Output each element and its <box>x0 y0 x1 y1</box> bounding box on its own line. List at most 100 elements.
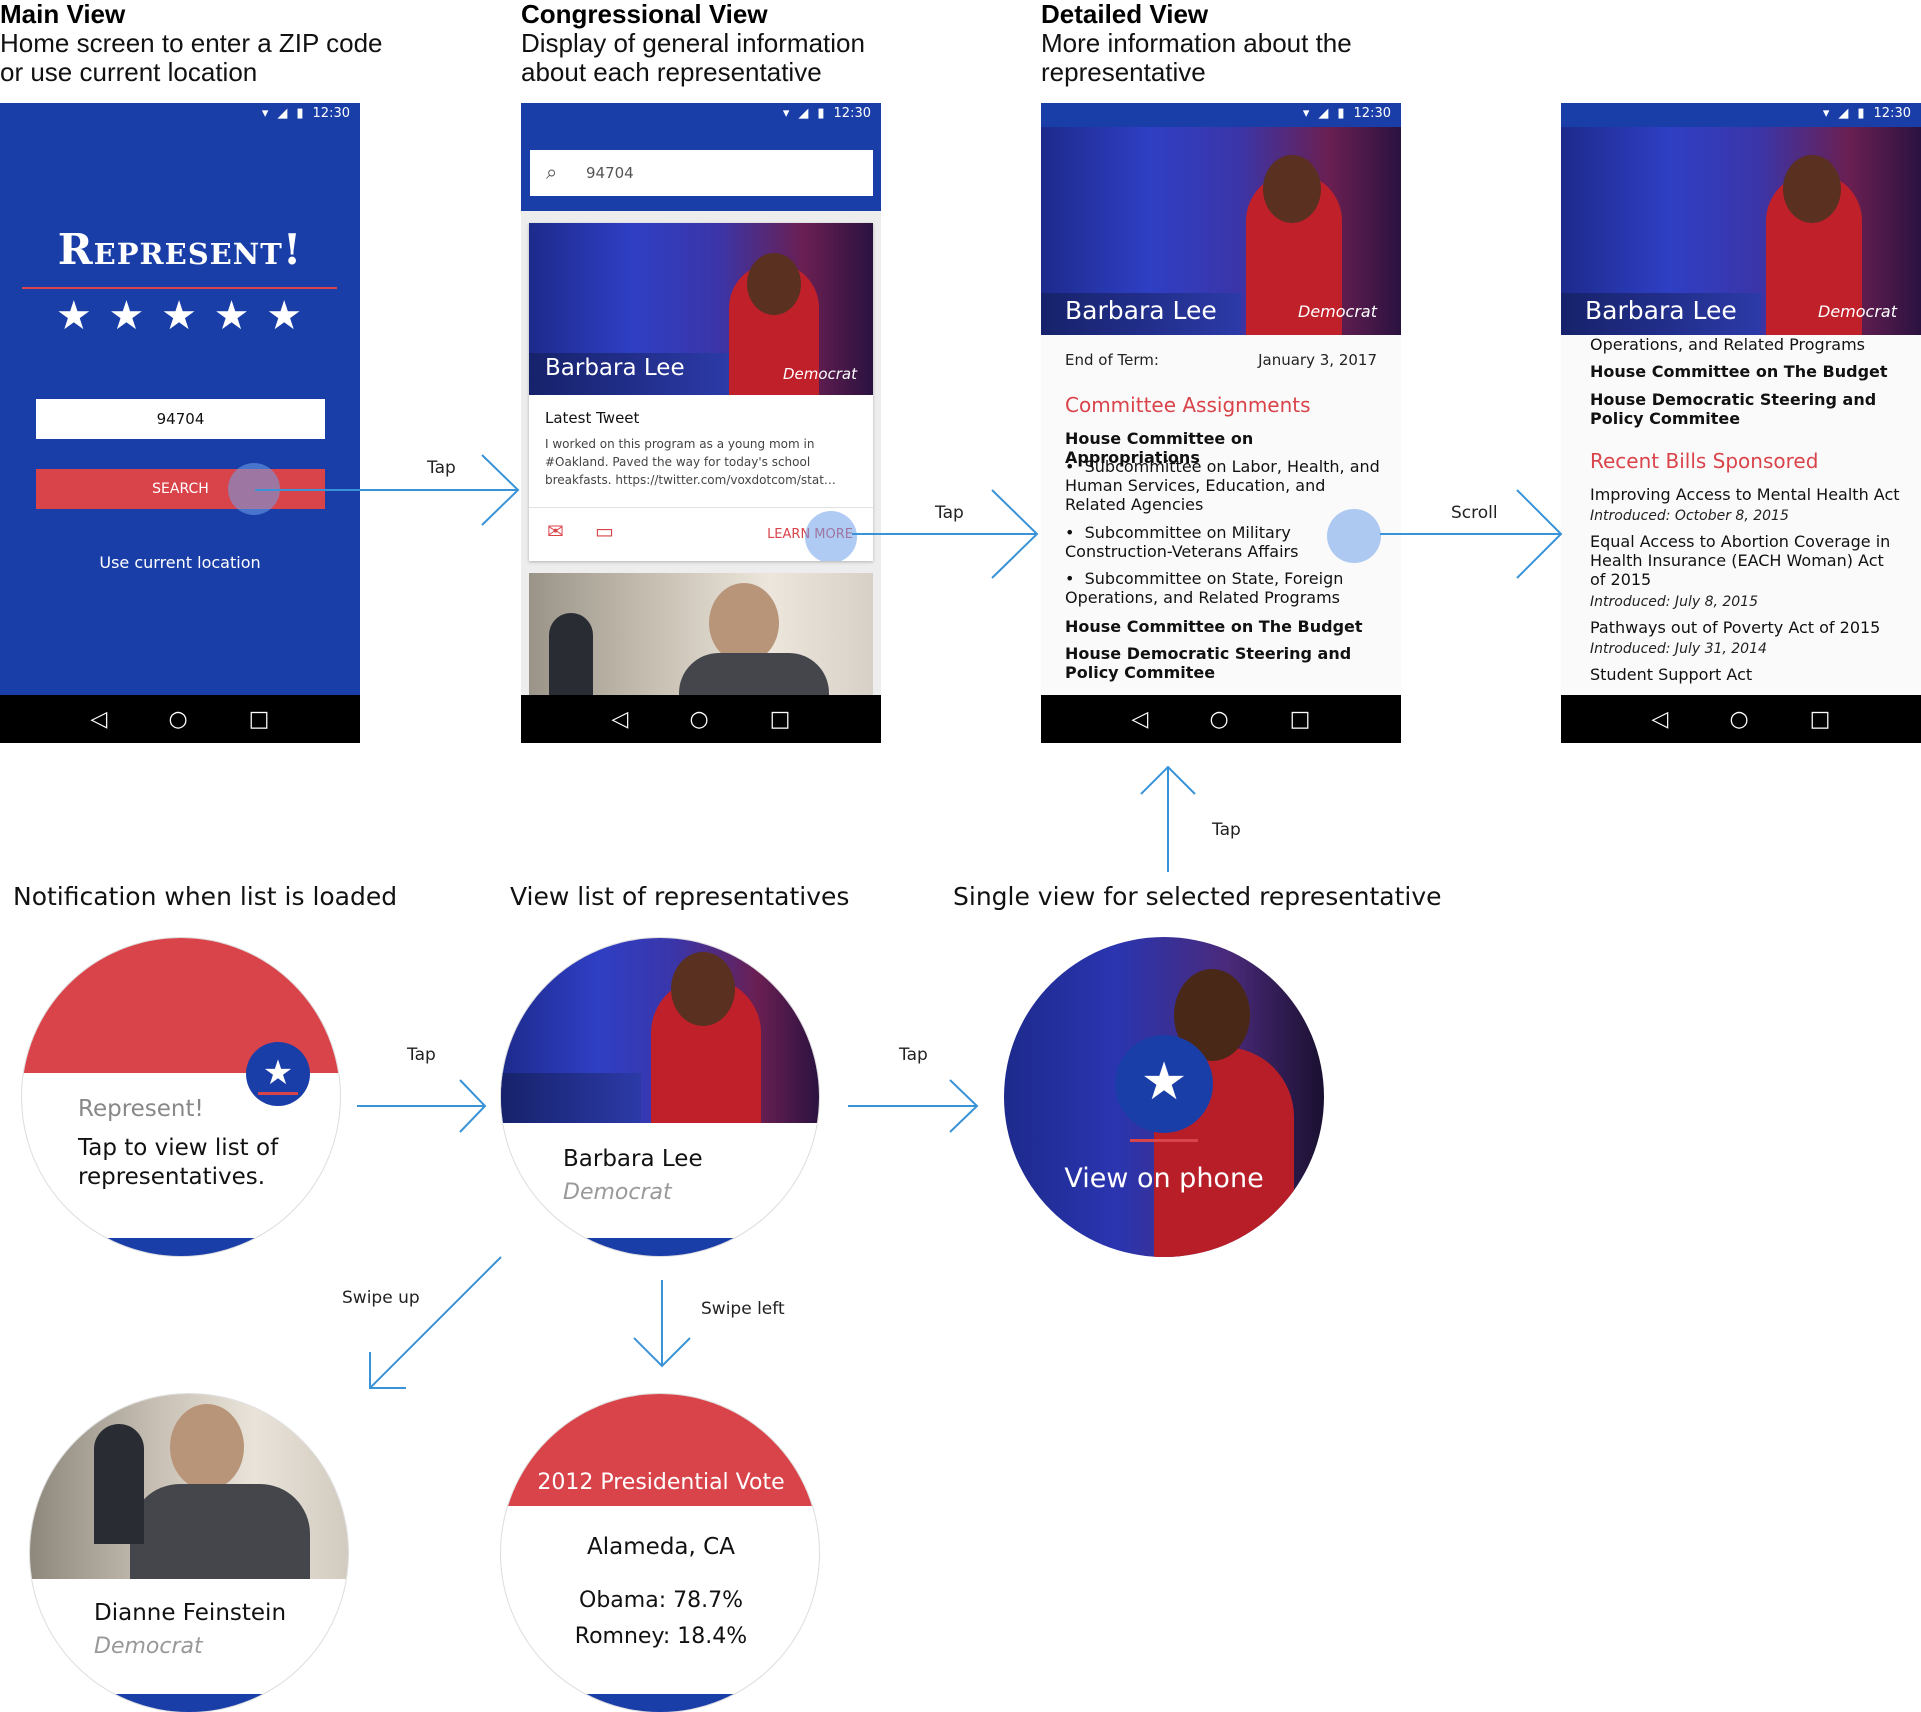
header-congressional: Congressional View Display of general in… <box>521 0 865 87</box>
watch-list-party: Democrat <box>563 1180 672 1205</box>
committee-item: • Subcommittee on State, Foreign Operati… <box>1065 569 1344 607</box>
home-icon[interactable]: ○ <box>168 706 188 732</box>
bill-title: Improving Access to Mental Health Act <box>1590 485 1900 504</box>
recents-icon[interactable]: □ <box>248 706 270 732</box>
scrolled-name: Barbara Lee <box>1585 296 1737 325</box>
zip-search-bar[interactable]: ⌕ 94704 <box>530 150 873 196</box>
tap-indicator <box>1327 509 1381 563</box>
signal-icon: ◢ <box>798 106 809 121</box>
header-main-title: Main View <box>0 0 126 29</box>
representative-photo <box>501 938 819 1123</box>
watch-swipe-up-name: Dianne Feinstein <box>94 1600 287 1626</box>
recents-icon[interactable]: □ <box>1809 706 1831 732</box>
arrow-label-tap: Tap <box>899 1045 928 1065</box>
home-icon[interactable]: ○ <box>689 706 709 732</box>
status-bar: ▾ ◢ ▮ 12:30 <box>0 103 360 127</box>
nav-bar: ◁ ○ □ <box>1561 695 1921 743</box>
next-card-photo[interactable] <box>529 573 873 703</box>
header-detailed-title: Detailed View <box>1041 0 1209 29</box>
arrow-swipe-left <box>633 1280 691 1368</box>
watch-swipe-up-party: Democrat <box>94 1634 203 1659</box>
tweet-text: I worked on this program as a young mom … <box>545 437 836 487</box>
card-divider <box>529 507 873 508</box>
arrow-tap-notification-to-list <box>357 1079 487 1133</box>
watch-vote-result[interactable]: 2012 Presidential Vote Alameda, CA Obama… <box>500 1393 820 1712</box>
home-icon[interactable]: ○ <box>1729 706 1749 732</box>
detail-name: Barbara Lee <box>1065 296 1217 325</box>
notification-message: Tap to view list of representatives. <box>78 1135 279 1190</box>
bill-date: Introduced: July 31, 2014 <box>1590 641 1767 657</box>
status-time: 12:30 <box>833 106 871 121</box>
home-icon[interactable]: ○ <box>1209 706 1229 732</box>
arrow-label-swipe-up: Swipe up <box>342 1288 420 1308</box>
committee-item: House Committee on Appropriations <box>1065 429 1254 467</box>
detail-party: Democrat <box>1298 302 1377 321</box>
header-main-subtitle: Home screen to enter a ZIP code or use c… <box>0 28 383 87</box>
bill-date: Introduced: October 8, 2015 <box>1590 508 1789 524</box>
signal-icon: ◢ <box>277 106 288 121</box>
status-bar: ▾ ◢ ▮ 12:30 <box>1561 103 1921 127</box>
term-value: January 3, 2017 <box>1258 351 1377 369</box>
signal-icon: ◢ <box>1838 106 1849 121</box>
battery-icon: ▮ <box>1337 106 1345 121</box>
star-icon: ★ <box>246 1042 310 1106</box>
star-row: ★ ★ ★ ★ ★ <box>55 293 305 339</box>
arrow-swipe-up <box>369 1256 502 1389</box>
representative-card[interactable]: Barbara Lee Democrat Latest Tweet I work… <box>529 223 873 561</box>
status-time: 12:30 <box>1353 106 1391 121</box>
recents-icon[interactable]: □ <box>1289 706 1311 732</box>
bills-heading: Recent Bills Sponsored <box>1590 449 1819 473</box>
tap-indicator <box>228 463 280 515</box>
watch-single[interactable]: ★ View on phone <box>1004 937 1324 1257</box>
wifi-icon: ▾ <box>782 106 790 121</box>
term-label: End of Term: <box>1065 351 1159 369</box>
vote-heading: 2012 Presidential Vote <box>537 1470 785 1495</box>
header-congressional-subtitle: Display of general information about eac… <box>521 28 865 87</box>
nav-bar: ◁ ○ □ <box>0 695 360 743</box>
battery-icon: ▮ <box>296 106 304 121</box>
representative-photo: Barbara Lee Democrat <box>1561 103 1921 335</box>
title-underline <box>22 287 337 289</box>
bill-title: Pathways out of Poverty Act of 2015 <box>1590 618 1881 637</box>
arrow-label-tap: Tap <box>1212 820 1241 840</box>
wifi-icon: ▾ <box>261 106 269 121</box>
partial-committee-item: Operations, and Related Programs <box>1590 335 1866 354</box>
back-icon[interactable]: ◁ <box>90 706 108 732</box>
zip-search-value: 94704 <box>586 164 634 182</box>
watch-list[interactable]: Barbara Lee Democrat <box>500 937 820 1257</box>
arrow-label-scroll: Scroll <box>1451 503 1498 523</box>
use-current-location-link[interactable]: Use current location <box>99 553 261 572</box>
watch-swipe-up-result[interactable]: Dianne Feinstein Democrat <box>29 1393 349 1712</box>
star-icon[interactable]: ★ <box>1115 1035 1213 1133</box>
search-button[interactable]: SEARCH <box>36 469 325 509</box>
notification-app-name: Represent! <box>78 1096 204 1122</box>
representative-photo <box>30 1394 348 1579</box>
watch-notification[interactable]: ★ Represent! Tap to view list of represe… <box>21 937 341 1257</box>
back-icon[interactable]: ◁ <box>1651 706 1669 732</box>
representative-photo <box>529 223 873 395</box>
wifi-icon: ▾ <box>1302 106 1310 121</box>
arrow-label-tap: Tap <box>935 503 964 523</box>
status-bar: ▾ ◢ ▮ 12:30 <box>521 103 881 127</box>
committee-item: House Democratic Steering and Policy Com… <box>1590 390 1877 428</box>
recents-icon[interactable]: □ <box>769 706 791 732</box>
scrolled-party: Democrat <box>1818 302 1897 321</box>
representative-photo: Barbara Lee Democrat <box>1041 103 1401 335</box>
back-icon[interactable]: ◁ <box>611 706 629 732</box>
committee-item: • Subcommittee on Labor, Health, and Hum… <box>1065 457 1380 514</box>
committee-heading: Committee Assignments <box>1065 393 1311 417</box>
status-time: 12:30 <box>312 106 350 121</box>
watch-label-list: View list of representatives <box>510 882 850 911</box>
battery-icon: ▮ <box>1857 106 1865 121</box>
monitor-icon[interactable]: ▭ <box>595 519 614 543</box>
card-name: Barbara Lee <box>545 355 685 381</box>
vote-obama: Obama: 78.7% <box>579 1588 743 1613</box>
header-congressional-title: Congressional View <box>521 0 768 29</box>
email-icon[interactable]: ✉ <box>547 519 564 543</box>
back-icon[interactable]: ◁ <box>1131 706 1149 732</box>
bill-title: Student Support Act <box>1590 665 1753 684</box>
watch-list-name: Barbara Lee <box>563 1146 703 1172</box>
committee-item: House Committee on The Budget <box>1590 362 1888 381</box>
zip-input[interactable]: 94704 <box>36 399 325 439</box>
